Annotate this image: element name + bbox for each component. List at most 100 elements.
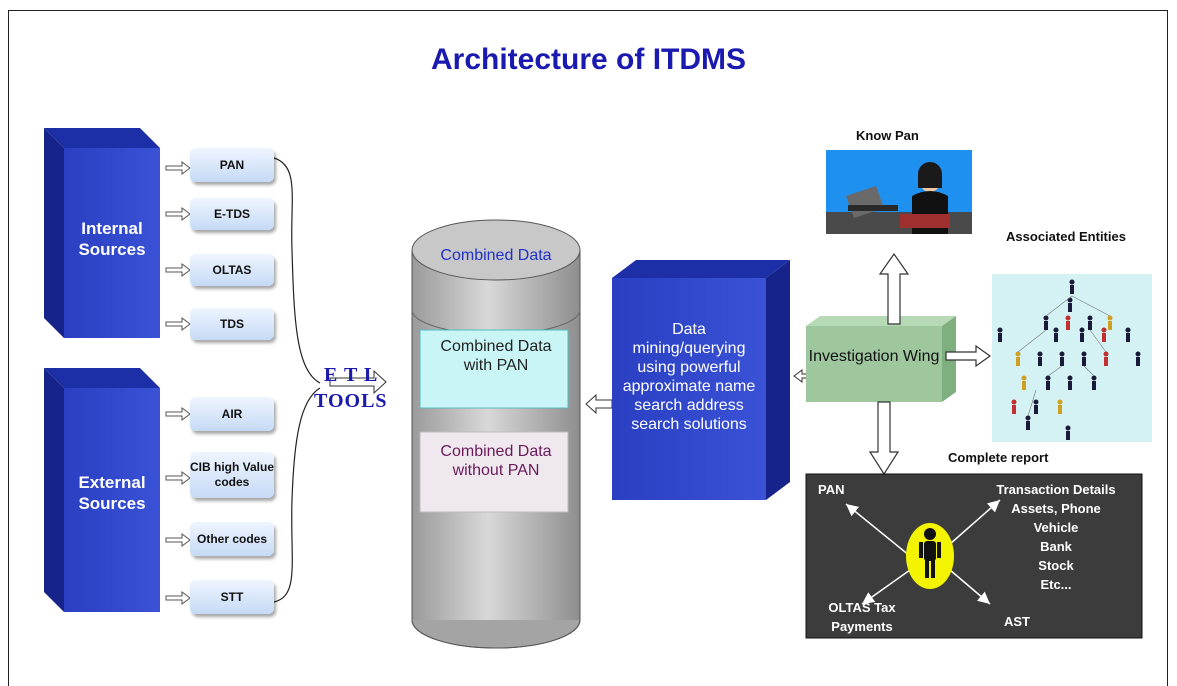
source-pill-pan: PAN bbox=[190, 148, 274, 182]
entity-person-body bbox=[1034, 405, 1038, 414]
entity-person-body bbox=[1066, 321, 1070, 330]
arrow-up-know-pan bbox=[878, 252, 910, 325]
report-oltas-label: OLTAS Tax Payments bbox=[828, 600, 896, 634]
investigation-wing-box bbox=[806, 316, 956, 402]
entity-link bbox=[1089, 329, 1107, 353]
report-detail-item: Vehicle bbox=[1033, 520, 1079, 535]
arrow-down-report bbox=[868, 401, 900, 476]
associated-entities-label: Associated Entities bbox=[1006, 229, 1126, 244]
entity-person-head bbox=[1107, 315, 1113, 321]
entity-person-head bbox=[1015, 351, 1021, 357]
cylinder-top-label: Combined Data bbox=[440, 247, 552, 264]
entity-person-body bbox=[1102, 333, 1106, 342]
entity-person-body bbox=[1092, 381, 1096, 390]
report-detail-item: Stock bbox=[1038, 558, 1074, 573]
entity-person-head bbox=[1065, 425, 1071, 431]
source-arrows bbox=[165, 161, 191, 605]
report-details-list: Transaction Details Assets, Phone Vehicl… bbox=[972, 480, 1140, 594]
report-detail-item: Bank bbox=[1040, 539, 1072, 554]
arrow-right-entities bbox=[945, 344, 992, 368]
entity-person-head bbox=[1045, 375, 1051, 381]
entity-person-body bbox=[1108, 321, 1112, 330]
entity-person-body bbox=[1080, 333, 1084, 342]
entity-person-head bbox=[997, 327, 1003, 333]
entity-people bbox=[997, 279, 1141, 440]
entity-person-head bbox=[1057, 399, 1063, 405]
entity-person-head bbox=[1103, 351, 1109, 357]
entity-person-head bbox=[1043, 315, 1049, 321]
source-pill-other-codes: Other codes bbox=[190, 522, 274, 556]
internal-sources-box bbox=[44, 128, 160, 338]
combined-data-cylinder bbox=[411, 219, 581, 649]
source-pill-cib: CIB high Value codes bbox=[190, 452, 274, 498]
entity-person-head bbox=[1053, 327, 1059, 333]
entity-person-body bbox=[1044, 321, 1048, 330]
complete-report-box bbox=[805, 473, 1143, 639]
entity-link bbox=[1071, 295, 1111, 317]
data-mining-label: Data mining/querying using powerful appr… bbox=[622, 321, 756, 433]
entity-person-body bbox=[1038, 357, 1042, 366]
entity-person-head bbox=[1033, 399, 1039, 405]
data-mining-box bbox=[612, 260, 790, 500]
entity-person-body bbox=[1022, 381, 1026, 390]
complete-report-label: Complete report bbox=[948, 450, 1049, 465]
etl-connectors bbox=[273, 157, 321, 603]
entity-person-body bbox=[1104, 357, 1108, 366]
etl-label: E T L bbox=[324, 364, 379, 386]
source-pill-air: AIR bbox=[190, 397, 274, 431]
external-sources-box bbox=[44, 368, 160, 612]
entity-person-head bbox=[1091, 375, 1097, 381]
report-pan-label: PAN bbox=[818, 482, 845, 497]
entity-person-body bbox=[1058, 405, 1062, 414]
entity-person-body bbox=[1082, 357, 1086, 366]
entity-link bbox=[1017, 329, 1047, 353]
source-pill-oltas: OLTAS bbox=[190, 254, 274, 286]
entity-person-head bbox=[1025, 415, 1031, 421]
entity-person-head bbox=[1067, 297, 1073, 303]
cylinder-with-pan-label: Combined Data with PAN bbox=[440, 338, 552, 374]
etl-arrow bbox=[329, 369, 387, 395]
entity-link bbox=[1083, 365, 1095, 377]
slide-frame bbox=[8, 10, 1168, 686]
entity-person-body bbox=[1026, 421, 1030, 430]
internal-sources-label: Internal Sources bbox=[78, 219, 146, 259]
entity-person-body bbox=[1126, 333, 1130, 342]
report-detail-item: Transaction Details bbox=[996, 482, 1116, 497]
know-pan-picture bbox=[826, 150, 972, 234]
entity-person-body bbox=[1012, 405, 1016, 414]
entity-person-body bbox=[1066, 431, 1070, 440]
entity-person-body bbox=[1136, 357, 1140, 366]
source-pill-stt: STT bbox=[190, 580, 274, 614]
entity-person-body bbox=[1068, 381, 1072, 390]
entity-person-head bbox=[1079, 327, 1085, 333]
entity-person-body bbox=[1068, 303, 1072, 312]
tools-label: TOOLS bbox=[314, 390, 388, 412]
entity-person-head bbox=[1059, 351, 1065, 357]
entity-person-body bbox=[1016, 357, 1020, 366]
report-detail-item: Assets, Phone bbox=[1011, 501, 1101, 516]
entity-link bbox=[1027, 389, 1037, 417]
entity-person-head bbox=[1135, 351, 1141, 357]
diagram-title: Architecture of ITDMS bbox=[430, 43, 747, 76]
entity-person-head bbox=[1087, 315, 1093, 321]
report-detail-item: Etc... bbox=[1040, 577, 1072, 592]
entity-person-body bbox=[1046, 381, 1050, 390]
entity-link bbox=[1045, 295, 1073, 317]
entity-person-head bbox=[1037, 351, 1043, 357]
source-pill-tds: TDS bbox=[190, 308, 274, 340]
know-pan-label: Know Pan bbox=[856, 128, 919, 143]
entity-person-head bbox=[1069, 279, 1075, 285]
source-pill-e-tds: E-TDS bbox=[190, 198, 274, 230]
mining-to-cylinder-arrow bbox=[585, 393, 613, 415]
entity-person-head bbox=[1065, 315, 1071, 321]
entity-person-body bbox=[1060, 357, 1064, 366]
entity-person-head bbox=[1067, 375, 1073, 381]
entity-person-head bbox=[1021, 375, 1027, 381]
cylinder-without-pan-label: Combined Data without PAN bbox=[440, 443, 552, 479]
entity-person-body bbox=[1054, 333, 1058, 342]
entity-person-head bbox=[1101, 327, 1107, 333]
entity-person-body bbox=[1088, 321, 1092, 330]
investigation-wing-label: Investigation Wing bbox=[808, 348, 940, 365]
